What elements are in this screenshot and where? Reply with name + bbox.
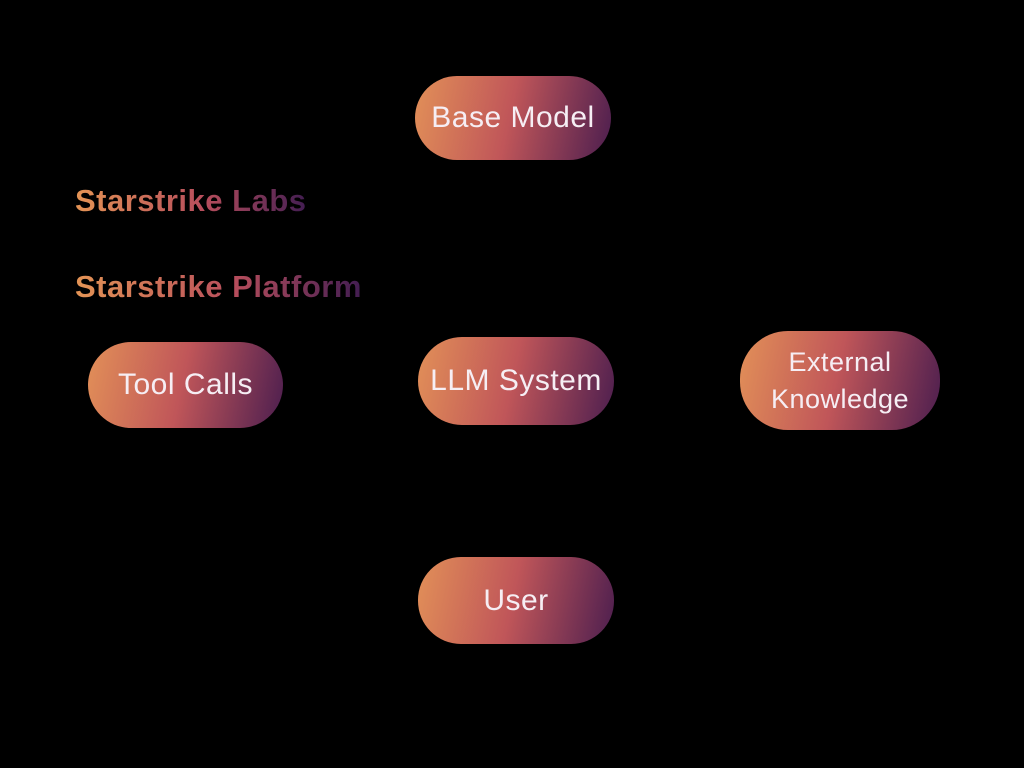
node-base-model: Base Model — [415, 76, 611, 160]
node-tool-calls: Tool Calls — [88, 342, 283, 428]
starstrike-labs-heading: Starstrike Labs — [75, 183, 307, 218]
node-external-knowledge-label-line1: External — [788, 346, 892, 377]
node-external-knowledge-label-line2: Knowledge — [770, 383, 910, 414]
node-external-knowledge: External Knowledge — [740, 331, 940, 430]
node-llm-system: LLM System — [418, 337, 614, 425]
node-base-model-label: Base Model — [431, 101, 595, 134]
node-llm-system-label: LLM System — [430, 364, 602, 397]
node-user-label: User — [483, 583, 549, 617]
node-user: User — [418, 557, 614, 644]
node-tool-calls-label: Tool Calls — [117, 368, 254, 401]
starstrike-platform-heading: Starstrike Platform — [75, 269, 362, 304]
